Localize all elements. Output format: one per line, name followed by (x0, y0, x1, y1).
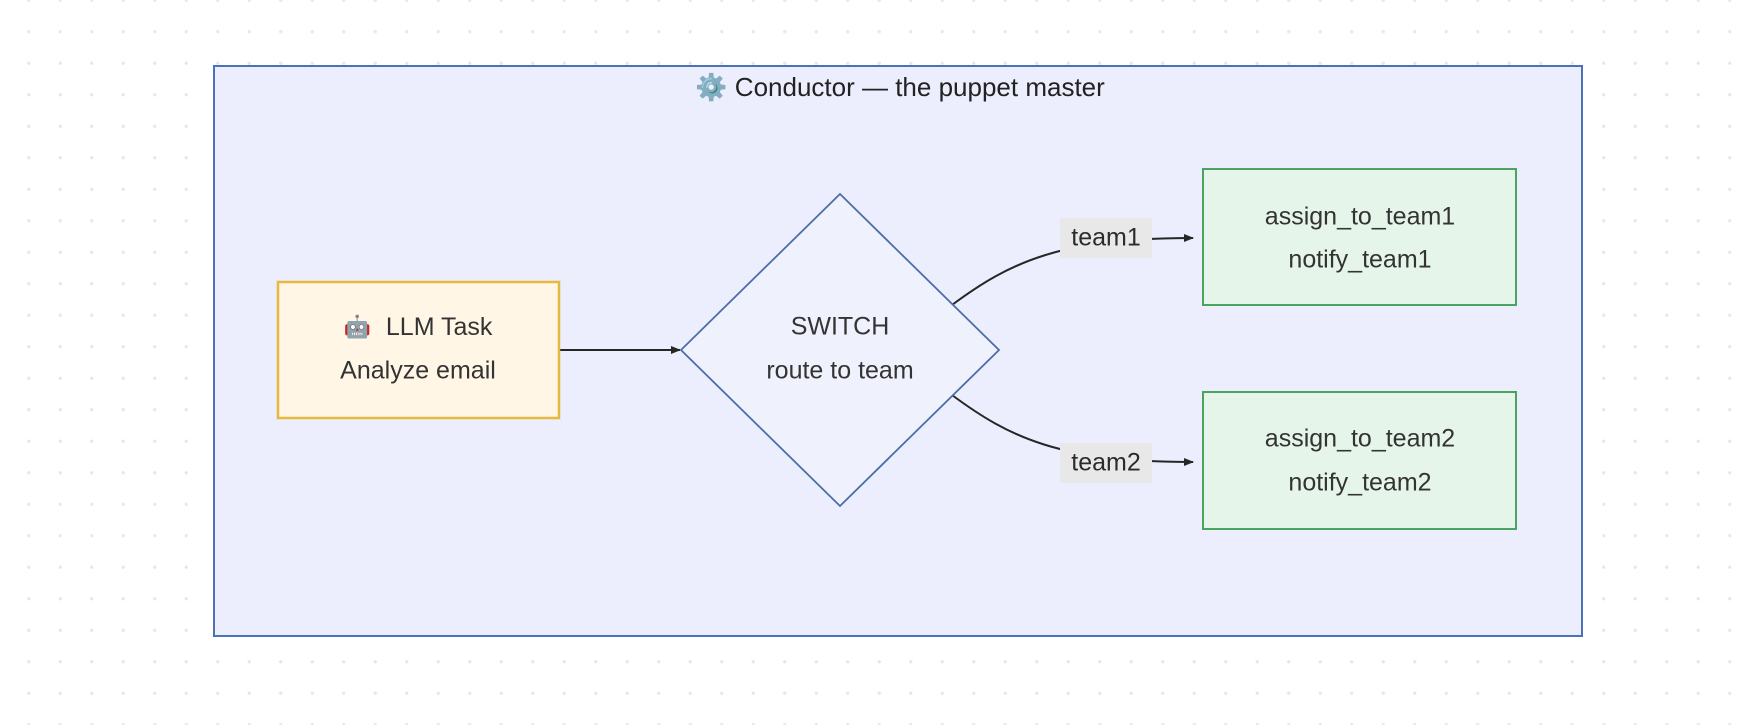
node-team1-line2: notify_team1 (1288, 246, 1431, 274)
node-llm-task[interactable] (276, 280, 561, 420)
robot-icon: 🤖 (344, 314, 371, 340)
node-team2-line1: assign_to_team2 (1265, 425, 1455, 453)
node-team2-line2: notify_team2 (1288, 469, 1431, 497)
node-llm-task-line2: Analyze email (340, 357, 496, 385)
node-team1[interactable] (1202, 168, 1517, 306)
node-llm-task-label: LLM Task (386, 313, 493, 341)
subgraph-title: ⚙️ Conductor — the puppet master (695, 72, 1105, 102)
edge-label-team2-bg (1060, 443, 1152, 483)
edge-label-team1-bg (1060, 218, 1152, 258)
node-switch-line2: route to team (766, 357, 913, 385)
node-team1-line1: assign_to_team1 (1265, 203, 1455, 231)
node-switch[interactable] (679, 192, 1001, 508)
node-switch-line1: SWITCH (791, 313, 890, 341)
node-llm-task-line1: 🤖 LLM Task (344, 313, 493, 341)
edge-label-team1: team1 (1071, 224, 1140, 252)
edge-label-team2: team2 (1071, 449, 1140, 477)
node-team2[interactable] (1202, 391, 1517, 530)
